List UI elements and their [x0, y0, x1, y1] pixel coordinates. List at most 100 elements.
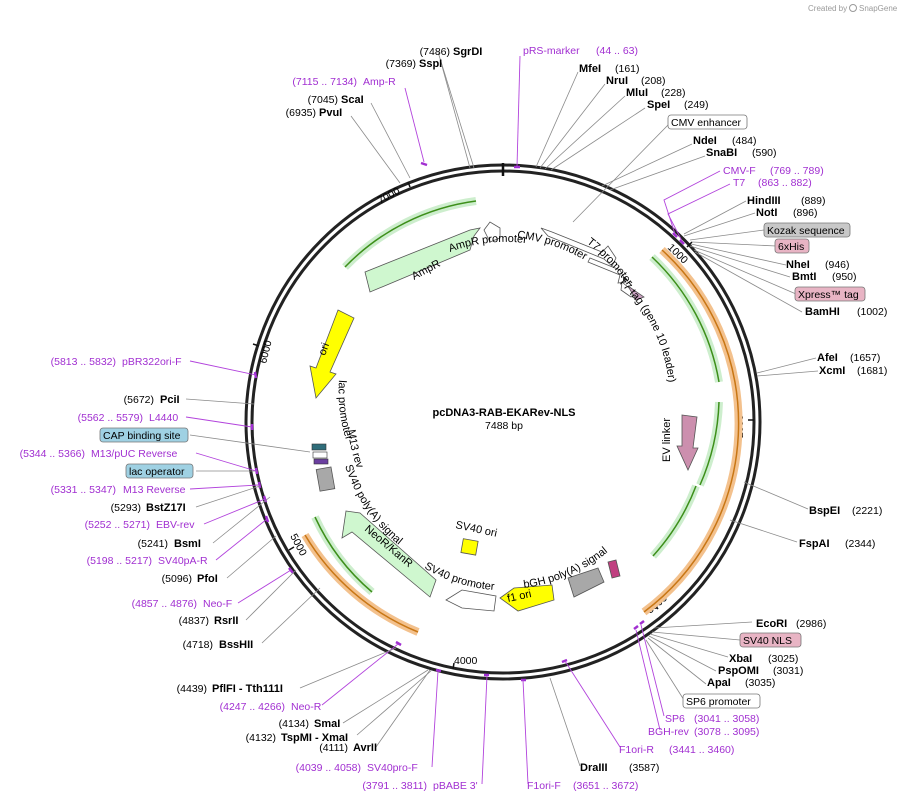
site-name-nrui: NruI: [606, 75, 628, 87]
primer-name-sv40pro-f: SV40pro-F: [367, 762, 418, 774]
site-pos-tspmi: (4132): [246, 732, 276, 744]
label-box-sp6-promoter: SP6 promoter: [682, 693, 761, 709]
label-box-lac-operator: lac operator: [125, 463, 194, 479]
primer-name-cmv-f: CMV-F: [723, 165, 756, 177]
cmv-promoter-arrow: [540, 227, 617, 267]
primer-name-bgh-rev: BGH-rev: [648, 726, 690, 738]
sp6-promoter-label: SP6 promoter: [686, 696, 751, 708]
site-pos-smai: (4134): [279, 718, 309, 730]
xpress-label: Xpress™ tag: [798, 289, 859, 301]
primer-range-m13-reverse: (5331 .. 5347): [51, 484, 116, 496]
site-name-bsmi: BsmI: [174, 538, 201, 550]
site-pos-ecori: (2986): [796, 618, 826, 630]
kozak-label: Kozak sequence: [767, 225, 845, 237]
sv40-polya-block: [315, 466, 336, 492]
primer-range-sv40pa-r: (5198 .. 5217): [87, 555, 152, 567]
site-name-xbai: XbaI: [729, 653, 752, 665]
sv40-promoter-arrow: [445, 589, 497, 612]
cap-binding-label: CAP binding site: [103, 430, 181, 442]
primer-name-t7: T7: [733, 177, 745, 189]
snapgene-logo-icon: [849, 4, 857, 12]
sv40-ori-block: [460, 538, 479, 556]
cap-binding-block: [311, 443, 327, 451]
site-pos-draiii: (3587): [629, 762, 659, 774]
site-name-spei: SpeI: [647, 99, 670, 111]
site-pos-mfei: (161): [615, 63, 640, 75]
bgh-polya-arrow: [567, 567, 605, 598]
site-pos-bsmi: (5241): [138, 538, 168, 550]
site-pos-pspomi: (3031): [773, 665, 803, 677]
site-name-smai: SmaI: [314, 718, 340, 730]
site-name-bspei: BspEI: [809, 505, 840, 517]
site-pos-rsrii: (4837): [179, 615, 209, 627]
primer-range-neo-r: (4247 .. 4266): [220, 701, 285, 713]
site-pos-apai: (3035): [745, 677, 775, 689]
site-name-scai: ScaI: [341, 94, 364, 106]
orf-arrow-arc-left: [304, 534, 419, 633]
site-name-sgrdi: SgrDI: [453, 46, 482, 58]
orf-arrow-arc-right: [643, 249, 740, 613]
label-box-kozak: Kozak sequence: [763, 222, 851, 238]
primer-name-pbabe3: pBABE 3': [433, 780, 478, 792]
site-pos-xbai: (3025): [768, 653, 798, 665]
site-name-ecori: EcoRI: [756, 618, 787, 630]
primer-range-l4440: (5562 .. 5579): [78, 412, 143, 424]
site-pos-pfoi: (5096): [162, 573, 192, 585]
site-pos-avrii: (4111): [319, 742, 348, 754]
site-pos-bmti: (950): [832, 271, 857, 283]
primer-range-f1ori-f: (3651 .. 3672): [573, 780, 638, 792]
primer-name-m13-reverse: M13 Reverse: [123, 484, 186, 496]
cmv-enhancer-label: CMV enhancer: [671, 117, 742, 129]
site-pos-bsshii: (4718): [183, 639, 213, 651]
leader-lines: [185, 51, 819, 785]
label-box-sv40-nls: SV40 NLS: [739, 632, 802, 648]
feature-label-t7-tag: T7 tag (gene 10 leader): [616, 275, 678, 383]
site-pos-bspei: (2221): [852, 505, 882, 517]
feature-label-f1-ori: f1 ori: [506, 588, 532, 605]
lac-operator-label: lac operator: [129, 466, 185, 478]
lac-operator-block: [313, 458, 329, 465]
tick-label-4000: 4000: [454, 655, 478, 667]
plasmid-length: 7488 bp: [485, 420, 523, 432]
ampr-arrow-arc: [344, 200, 477, 268]
site-name-bstz17i: BstZ17I: [146, 502, 186, 514]
feature-arrows: [309, 221, 699, 612]
site-name-mlui: MluI: [626, 87, 648, 99]
primer-name-pbr322ori-f: pBR322ori-F: [122, 356, 182, 368]
site-name-afei: AfeI: [817, 352, 838, 364]
primer-range-amp-r: (7115 .. 7134): [292, 76, 357, 88]
neo-arrow-arc: [314, 516, 373, 593]
primer-range-sp6: (3041 .. 3058): [694, 713, 759, 725]
site-name-bsshii: BssHII: [219, 639, 253, 651]
label-box-6xhis: 6xHis: [774, 238, 810, 254]
cds-shading-arc-2: [696, 401, 723, 487]
site-name-nhei: NheI: [786, 259, 810, 271]
site-name-pspomi: PspOMI: [718, 665, 759, 677]
f1-ori-arrow: [499, 584, 555, 612]
site-pos-noti: (896): [793, 207, 818, 219]
label-box-xpress: Xpress™ tag: [794, 286, 866, 302]
site-name-hindiii: HindIII: [747, 195, 781, 207]
feature-label-ev-linker: EV linker: [661, 418, 673, 462]
site-name-draiii: DraIII: [580, 762, 608, 774]
site-pos-bamhi: (1002): [857, 306, 887, 318]
tick-label-6000: 6000: [257, 339, 274, 365]
primer-range-neo-f: (4857 .. 4876): [132, 598, 197, 610]
ev-linker-arrow: [676, 414, 699, 471]
feature-label-sv40-ori: SV40 ori: [454, 519, 498, 540]
primer-range-pbabe3: (3791 .. 3811): [362, 780, 427, 792]
site-pos-hindiii: (889): [801, 195, 826, 207]
site-pos-bstz17i: (5293): [111, 502, 141, 514]
primer-name-prs-marker: pRS-marker: [523, 45, 580, 57]
sv40-nls-label: SV40 NLS: [743, 635, 792, 647]
brand-created-by: Created by: [808, 4, 847, 13]
primer-range-ebv-rev: (5252 .. 5271): [85, 519, 150, 531]
ori-arrow: [309, 309, 355, 399]
primer-name-l4440: L4440: [149, 412, 178, 424]
brand-name: SnapGene: [859, 4, 898, 13]
site-pos-nrui: (208): [641, 75, 666, 87]
primer-range-f1ori-r: (3441 .. 3460): [669, 744, 734, 756]
t7-tag-arrow: [627, 285, 645, 301]
site-name-pvui: PvuI: [319, 107, 342, 119]
